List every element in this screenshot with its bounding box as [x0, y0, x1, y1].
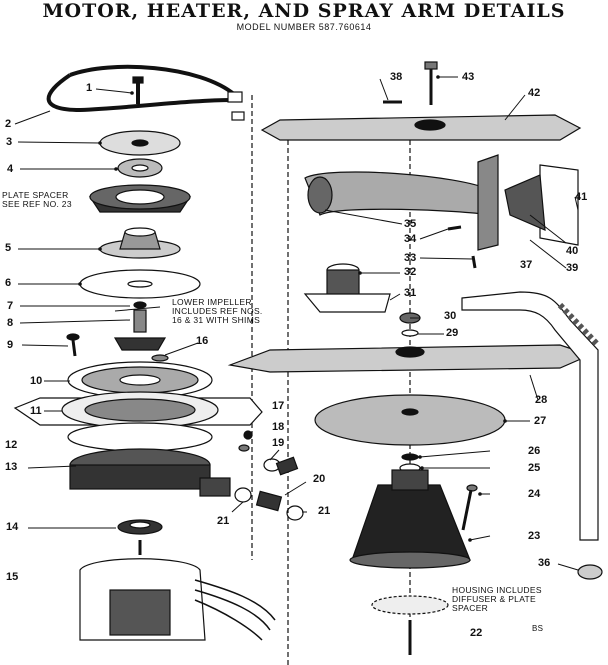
note-line: HOUSING INCLUDES: [452, 585, 542, 595]
upper-spray-arm-part: [260, 114, 582, 141]
plate-spacer-part: [88, 184, 192, 213]
note-line: SPACER: [452, 603, 489, 613]
screw-part: [66, 333, 80, 357]
callout-30: 30: [444, 310, 457, 322]
callout-4: 4: [7, 163, 14, 175]
callout-27: 27: [534, 415, 547, 427]
callout-19: 19: [272, 437, 285, 449]
callout-9: 9: [7, 339, 14, 351]
pump-housing-part: [349, 469, 471, 569]
callout-38: 38: [390, 71, 403, 83]
diffuser-part: [371, 595, 449, 655]
housing-bolt-part: [461, 484, 478, 531]
callout-12: 12: [5, 439, 18, 451]
note-line: INCLUDES REF NOS.: [172, 306, 263, 316]
gasket-part: [79, 269, 201, 299]
callout-37: 37: [520, 259, 533, 271]
callout-34: 34: [404, 233, 417, 245]
callout-35: 35: [404, 218, 417, 230]
fill-tube-part: [461, 291, 601, 541]
manifold-part: [304, 171, 491, 216]
callout-8: 8: [7, 317, 14, 329]
callout-10: 10: [30, 375, 43, 387]
callout-14: 14: [6, 521, 19, 533]
callout-23: 23: [528, 530, 541, 542]
motor-mount-part: [67, 422, 231, 497]
note-line: 16 & 31 WITH SHIMS: [172, 315, 261, 325]
cone-plate-part: [99, 130, 181, 156]
callout-22: 22: [470, 627, 483, 639]
diagram-title: MOTOR, HEATER, AND SPRAY ARM DETAILS: [42, 0, 566, 22]
callout-32: 32: [404, 266, 417, 278]
callout-21-left: 21: [217, 515, 230, 527]
callout-17: 17: [272, 400, 285, 412]
lower-spray-arm-part: [227, 344, 592, 373]
pump-cover-part: [99, 227, 181, 259]
callout-40: 40: [566, 245, 579, 257]
tube-cap-part: [577, 564, 603, 580]
callout-24: 24: [528, 488, 541, 500]
plate-spacer-note: PLATE SPACER SEE REF NO. 23: [2, 191, 72, 209]
filter-screen-part: [314, 394, 506, 446]
bolt-part: [132, 76, 144, 104]
callout-26: 26: [528, 445, 541, 457]
note-line: SEE REF NO. 23: [2, 199, 72, 209]
note-line: PLATE SPACER: [2, 190, 69, 200]
screw-part: [447, 225, 462, 231]
callout-16: 16: [196, 335, 209, 347]
small-fastener-parts: [238, 430, 253, 452]
motor-part: [79, 540, 276, 641]
note-line: DIFFUSER & PLATE: [452, 594, 536, 604]
callout-36: 36: [538, 557, 551, 569]
lower-impeller-part: [113, 301, 167, 351]
callout-39: 39: [566, 262, 579, 274]
callout-29: 29: [446, 327, 459, 339]
callout-2: 2: [5, 118, 12, 130]
callout-1: 1: [86, 82, 93, 94]
callout-18: 18: [272, 421, 285, 433]
callout-11: 11: [30, 405, 42, 417]
callout-15: 15: [6, 571, 19, 583]
spray-arm-nut-part: [399, 312, 421, 337]
callout-7: 7: [7, 300, 14, 312]
callout-43: 43: [462, 71, 475, 83]
washer-part: [401, 453, 419, 461]
heater-element-part: [46, 64, 245, 121]
callout-31: 31: [404, 287, 417, 299]
spray-arm-bolt-part: [383, 61, 438, 105]
screw-part: [471, 255, 477, 269]
callout-leaders: [14, 76, 579, 571]
lower-impeller-note: LOWER IMPELLER INCLUDES REF NOS. 16 & 31…: [172, 298, 263, 325]
callout-25: 25: [528, 462, 541, 474]
star-nut-part: [117, 158, 163, 178]
callout-13: 13: [5, 461, 18, 473]
corner-mark: BS: [532, 624, 544, 633]
callout-6: 6: [5, 277, 12, 289]
manifold-bracket-part: [477, 154, 579, 251]
housing-note: HOUSING INCLUDES DIFFUSER & PLATE SPACER: [452, 586, 542, 613]
model-number: MODEL NUMBER 587.760614: [236, 22, 372, 32]
upper-seal-part: [303, 263, 391, 313]
callout-5: 5: [5, 242, 12, 254]
callout-21-right: 21: [318, 505, 331, 517]
callout-28: 28: [535, 394, 548, 406]
note-line: LOWER IMPELLER: [172, 297, 252, 307]
hose-clamps-part: [234, 456, 304, 521]
callout-33: 33: [404, 252, 417, 264]
callout-41: 41: [575, 191, 588, 203]
motor-seal-part: [117, 519, 163, 535]
callout-3: 3: [6, 136, 13, 148]
callout-42: 42: [528, 87, 541, 99]
pump-base-plates-part: [13, 361, 263, 429]
callout-20: 20: [313, 473, 326, 485]
shim-part: [151, 354, 169, 362]
